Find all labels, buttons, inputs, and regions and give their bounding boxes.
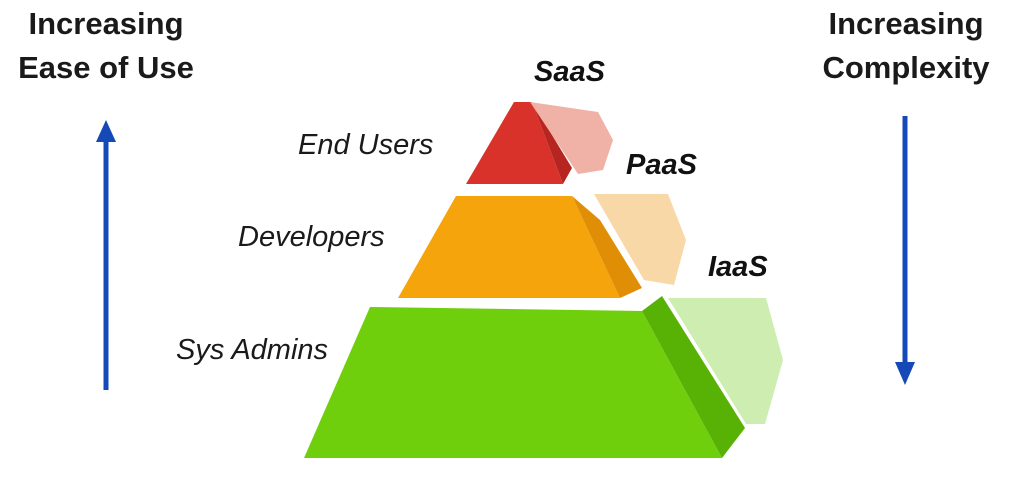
saas-panel	[530, 102, 613, 174]
complexity-arrow	[895, 116, 915, 385]
ease-of-use-heading: Increasing Ease of Use	[6, 2, 206, 90]
sys-admins-label: Sys Admins	[176, 334, 329, 366]
tier-end-users-front	[466, 102, 563, 184]
tier-sys-admins-side	[642, 296, 745, 458]
end-users-label: End Users	[298, 129, 434, 161]
complexity-heading-line2: Complexity	[822, 50, 990, 85]
complexity-heading: Increasing Complexity	[806, 2, 1006, 90]
tier-sys-admins-front	[304, 307, 722, 458]
ease-of-use-heading-line1: Increasing	[28, 6, 184, 41]
complexity-heading-line1: Increasing	[828, 6, 984, 41]
iaas-panel	[668, 298, 783, 424]
saas-label: SaaS	[534, 56, 605, 88]
paas-label: PaaS	[626, 149, 697, 181]
iaas-label: IaaS	[708, 251, 768, 283]
tier-sys-admins	[304, 296, 745, 458]
paas-panel	[594, 194, 686, 285]
developers-label: Developers	[238, 221, 385, 253]
tier-developers-front	[398, 196, 620, 298]
tier-developers	[398, 196, 642, 298]
tier-end-users-side	[532, 102, 572, 184]
tier-end-users	[466, 102, 572, 184]
tier-developers-side	[572, 196, 642, 298]
ease-of-use-heading-line2: Ease of Use	[18, 50, 194, 85]
ease-of-use-arrow	[96, 120, 116, 390]
